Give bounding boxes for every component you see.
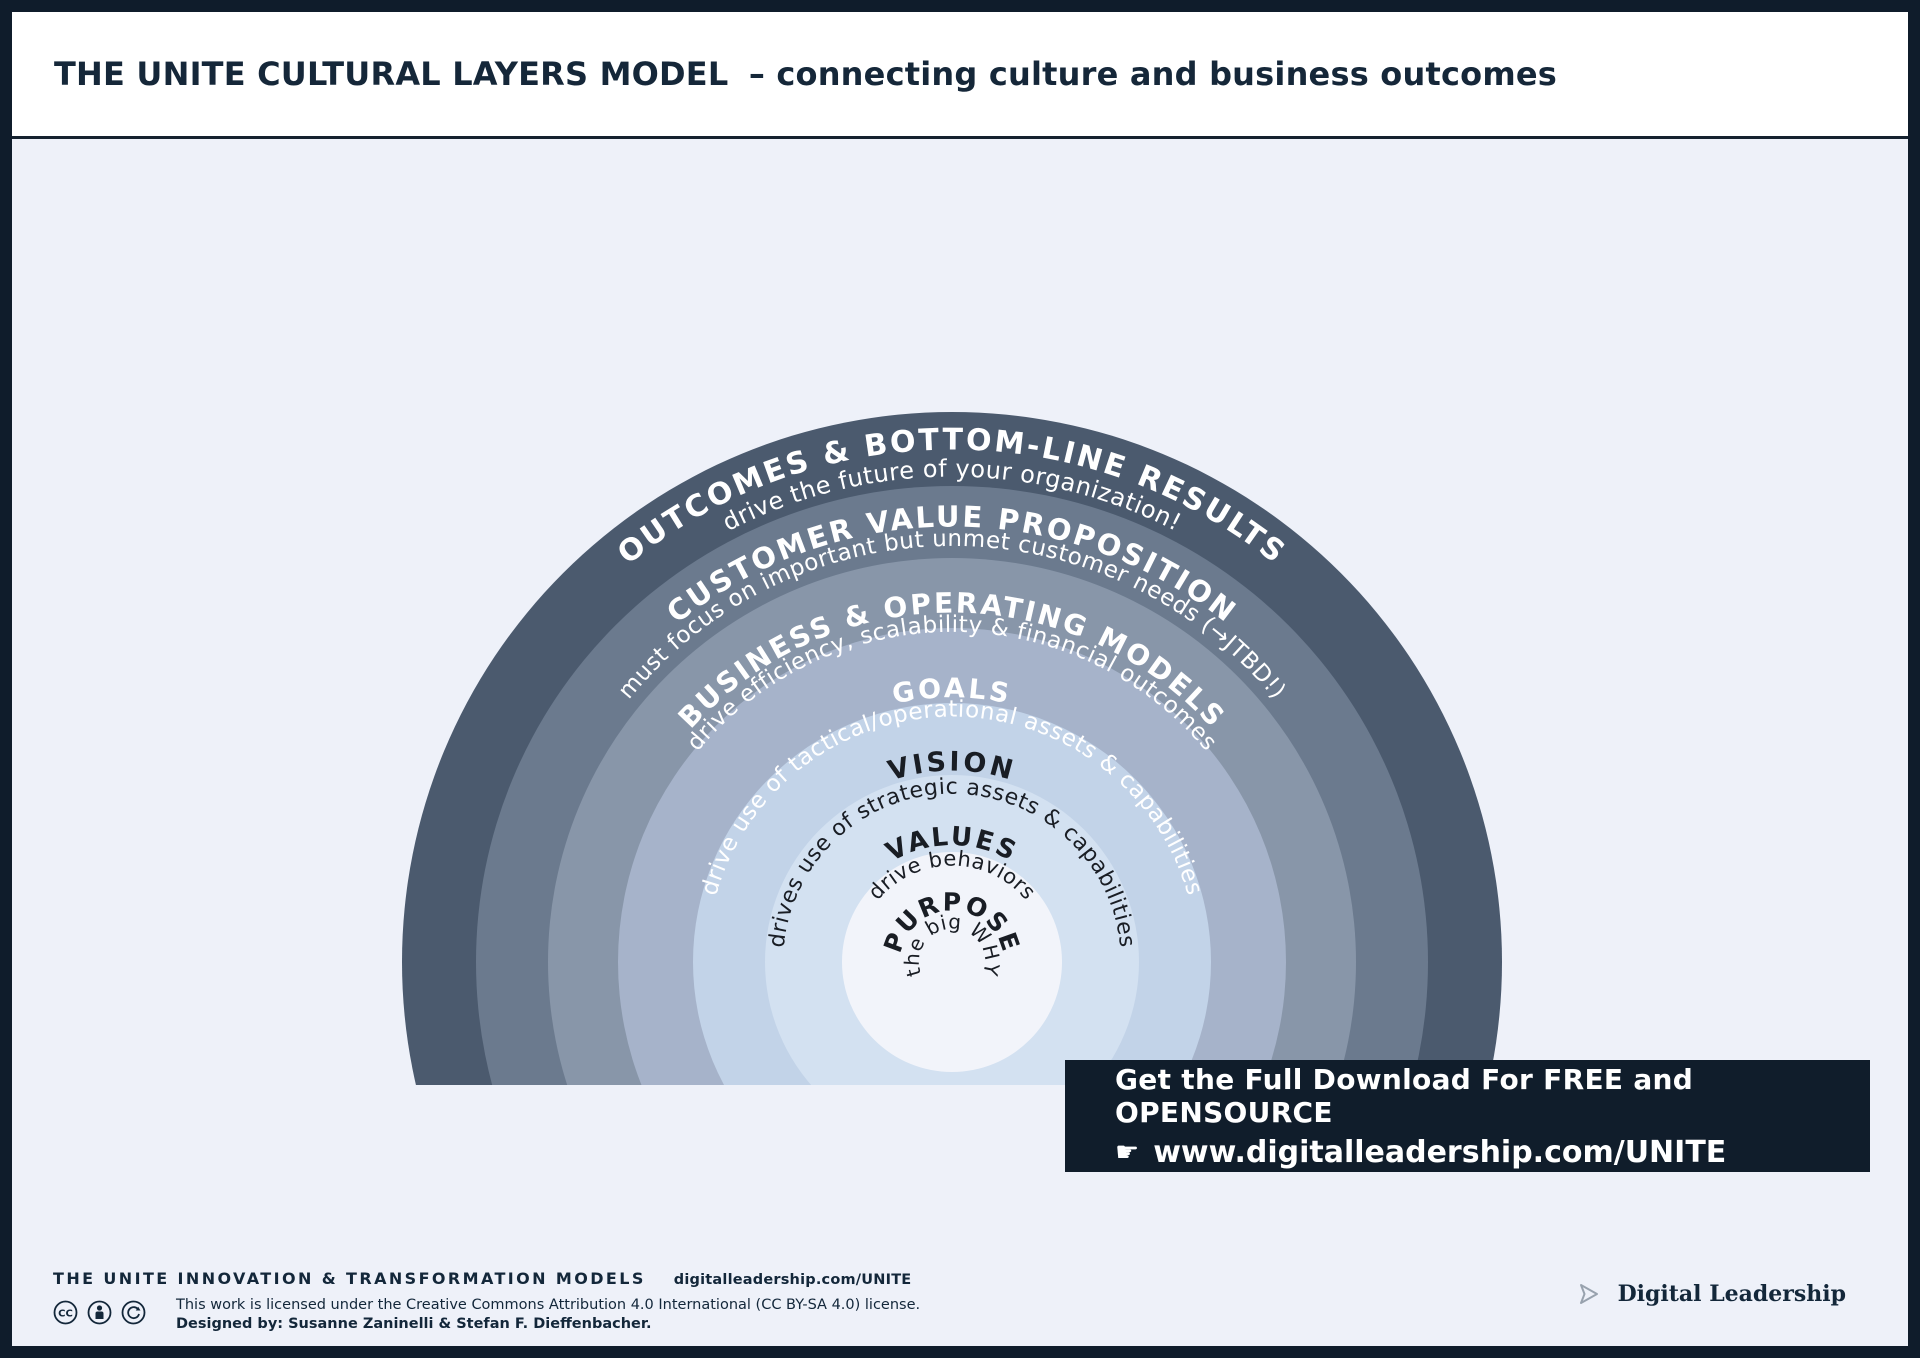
ring-business-subtitle: drive efficiency, scalability & financia… bbox=[682, 612, 1222, 756]
ring-goals-title: GOALS bbox=[890, 673, 1014, 710]
ring-customer-value-proposition bbox=[476, 486, 1428, 1085]
ring-values-title: VALUES bbox=[881, 822, 1022, 868]
ring-outcomes-subtitle: drive the future of your organization! bbox=[718, 455, 1186, 537]
download-banner: Get the Full Download For FREE and OPENS… bbox=[1065, 1060, 1870, 1172]
download-banner-text: Get the Full Download For FREE and OPENS… bbox=[1115, 1062, 1694, 1129]
svg-text:CC: CC bbox=[58, 1309, 73, 1320]
ring-customer-title: CUSTOMER VALUE PROPOSITION bbox=[660, 499, 1244, 629]
cc-sa-arrow-icon bbox=[121, 1300, 146, 1325]
page-title: THE UNITE CULTURAL LAYERS MODEL – connec… bbox=[54, 55, 1557, 93]
cc-by-person-icon bbox=[87, 1300, 112, 1325]
license-text: This work is licensed under the Creative… bbox=[176, 1297, 921, 1313]
ring-customer-subtitle: must focus on important but unmet custom… bbox=[613, 526, 1290, 704]
cc-license-icons: CC bbox=[53, 1300, 146, 1325]
header-bar: THE UNITE CULTURAL LAYERS MODEL – connec… bbox=[12, 12, 1908, 139]
ring-goals bbox=[618, 628, 1286, 1085]
pointing-hand-icon: ☛ bbox=[1115, 1136, 1140, 1168]
chevron-right-icon bbox=[1579, 1284, 1598, 1304]
ring-values-subtitle: drive behaviors bbox=[863, 846, 1040, 904]
ring-purpose-subtitle: the big WHY bbox=[900, 909, 1005, 979]
page-title-subtitle: – connecting culture and business outcom… bbox=[748, 55, 1558, 93]
designed-by-text: Designed by: Susanne Zaninelli & Stefan … bbox=[176, 1316, 652, 1332]
cc-icon: CC bbox=[53, 1300, 78, 1325]
footer-series-link[interactable]: digitalleadership.com/UNITE bbox=[673, 1272, 912, 1288]
download-url-link[interactable]: www.digitalleadership.com/UNITE bbox=[1153, 1134, 1727, 1170]
footer: THE UNITE INNOVATION & TRANSFORMATION MO… bbox=[53, 1269, 920, 1332]
ring-vision-subtitle: drives use of strategic assets & capabil… bbox=[765, 775, 1140, 949]
ring-purpose bbox=[842, 852, 1062, 1072]
ring-purpose-title: PURPOSE bbox=[878, 887, 1026, 956]
content-panel: OUTCOMES & BOTTOM-LINE RESULTS drive the… bbox=[12, 139, 1908, 1346]
ring-business-title: BUSINESS & OPERATING MODELS bbox=[672, 586, 1233, 734]
ring-goals-subtitle: drive use of tactical/operational assets… bbox=[697, 697, 1208, 899]
logo-text: Digital Leadership bbox=[1617, 1281, 1846, 1307]
ring-business-operating-models bbox=[548, 558, 1356, 1085]
footer-series-title: THE UNITE INNOVATION & TRANSFORMATION MO… bbox=[53, 1269, 646, 1288]
ring-vision-title: VISION bbox=[885, 746, 1019, 787]
ring-outcomes-title: OUTCOMES & BOTTOM-LINE RESULTS bbox=[611, 423, 1293, 572]
ring-outcomes bbox=[402, 412, 1502, 1085]
page-title-bold: THE UNITE CULTURAL LAYERS MODEL bbox=[54, 55, 729, 93]
digital-leadership-logo: Digital Leadership bbox=[1574, 1279, 1846, 1309]
